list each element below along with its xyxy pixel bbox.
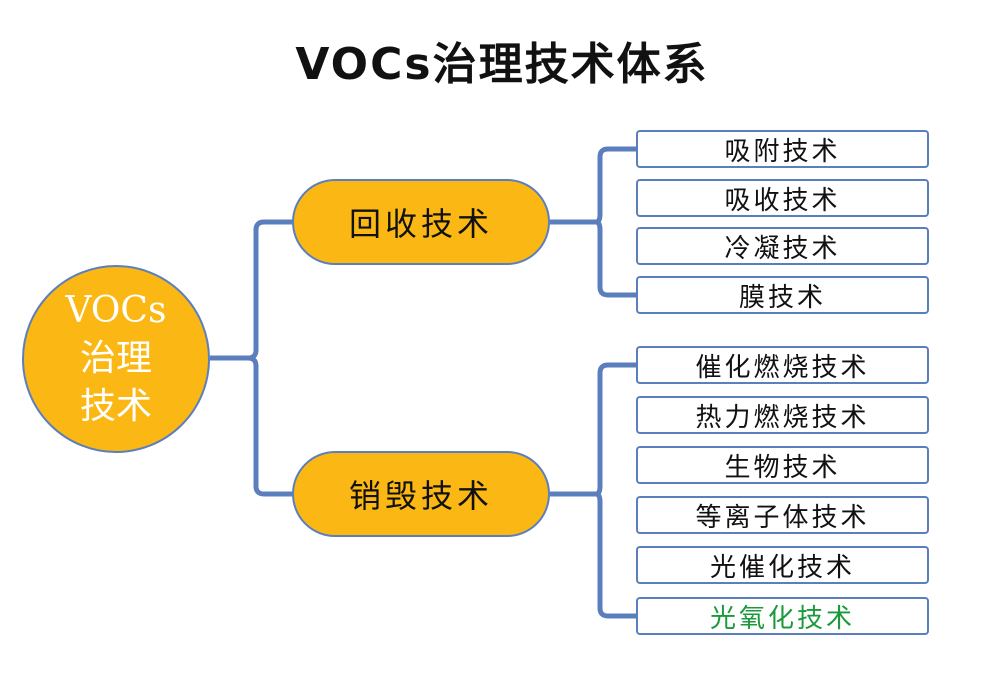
leaf-node-thermal-combustion: 热力燃烧技术: [636, 396, 929, 434]
connector-root-to-branch-recovery: [210, 219, 292, 361]
leaf-node-photocatalysis: 光催化技术: [636, 546, 929, 584]
branch-node-destruction: 销毁技术: [292, 451, 550, 537]
connector-leaf-catalytic-combustion: [590, 362, 636, 497]
leaf-node-plasma: 等离子体技术: [636, 496, 929, 534]
connector-leaf-adsorption: [590, 146, 636, 225]
leaf-node-condensation: 冷凝技术: [636, 227, 929, 265]
connector-leaf-photo-oxidation: [590, 491, 636, 619]
root-node-line-1: VOCs: [65, 290, 167, 331]
connector-leaf-membrane: [590, 219, 636, 298]
root-node-line-2: 治理: [79, 338, 152, 379]
branch-node-recovery: 回收技术: [292, 179, 550, 265]
leaf-node-biological: 生物技术: [636, 446, 929, 484]
leaf-node-catalytic-combustion: 催化燃烧技术: [636, 346, 929, 384]
connector-root-to-branch-destruction: [210, 355, 292, 497]
leaf-node-adsorption: 吸附技术: [636, 130, 929, 168]
diagram-title: VOCs治理技术体系: [295, 39, 709, 90]
leaf-node-absorption: 吸收技术: [636, 179, 929, 217]
root-node: VOCs 治理 技术: [22, 265, 210, 453]
leaf-node-photo-oxidation: 光氧化技术: [636, 597, 929, 635]
root-node-line-3: 技术: [79, 386, 152, 427]
leaf-node-membrane: 膜技术: [636, 276, 929, 314]
